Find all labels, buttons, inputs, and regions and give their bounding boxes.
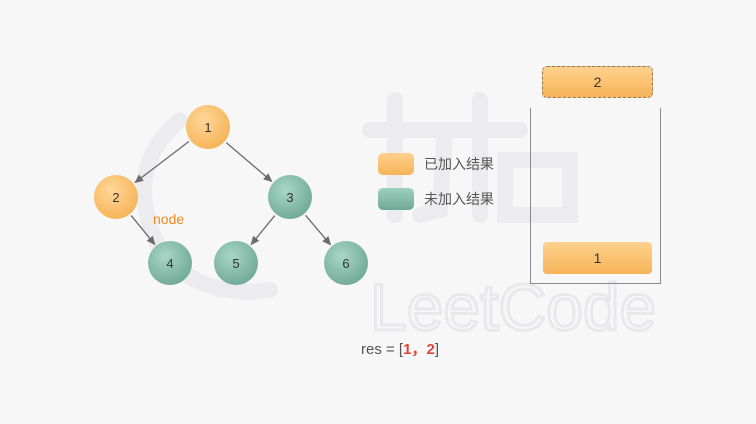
result-line: res = [ 1 ， 2 ] xyxy=(361,338,439,359)
result-suffix: ] xyxy=(434,341,439,358)
stack-item: 1 xyxy=(543,242,652,274)
result-value: 1 xyxy=(403,341,412,358)
result-prefix: res = [ xyxy=(361,341,404,358)
tree-node-3: 3 xyxy=(268,175,312,219)
legend-visited-swatch xyxy=(378,153,414,175)
legend-visited: 已加入结果 xyxy=(378,153,494,175)
legend-unvisited-swatch xyxy=(378,188,414,210)
legend-unvisited-label: 未加入结果 xyxy=(424,191,494,207)
legend-visited-label: 已加入结果 xyxy=(424,156,494,172)
stack-pending-item: 2 xyxy=(542,66,653,98)
tree-node-4: 4 xyxy=(148,241,192,285)
tree-edge-1-2 xyxy=(134,141,190,184)
result-separator: ， xyxy=(411,341,427,358)
tree-node-6: 6 xyxy=(324,241,368,285)
tree-node-2: 2 xyxy=(94,175,138,219)
stack-container xyxy=(530,108,661,284)
tree-edge-3-5 xyxy=(250,215,276,246)
tree-edge-2-4 xyxy=(130,215,156,246)
result-value: 2 xyxy=(426,341,435,358)
tree-edge-1-3 xyxy=(225,142,273,183)
legend-unvisited: 未加入结果 xyxy=(378,188,494,210)
tree-edges xyxy=(130,141,332,246)
tree-node-5: 5 xyxy=(214,241,258,285)
node-pointer-label: node xyxy=(153,211,185,227)
tree-node-1: 1 xyxy=(186,105,230,149)
tree-edge-3-6 xyxy=(305,214,332,246)
